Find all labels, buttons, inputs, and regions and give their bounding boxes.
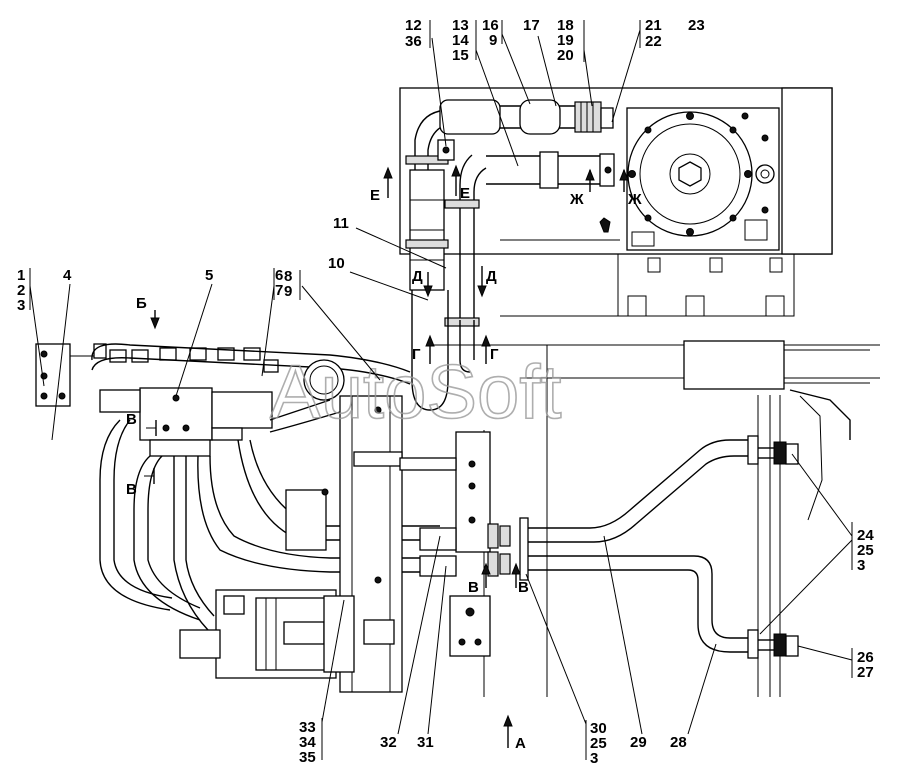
callout-35: 35: [299, 749, 316, 766]
section-v-bottom-left-label: В: [468, 579, 479, 596]
section-g-left-label: Г: [412, 346, 421, 363]
section-labels: Б В В Г Г Д Д Е Е Ж Ж В В А: [126, 185, 642, 752]
callout-11: 11: [333, 215, 349, 232]
callout-33: 33: [299, 719, 316, 736]
section-v-bottom-right-label: В: [518, 579, 529, 596]
callout-4: 4: [63, 267, 72, 284]
callout-labels: 1 2 3 4 5 6 7 8 9 10 11 12 36 13 14 15 1…: [17, 17, 874, 767]
callout-3: 3: [17, 297, 25, 314]
callout-36: 36: [405, 33, 422, 50]
section-markers: [144, 164, 629, 748]
callout-32: 32: [380, 734, 397, 751]
section-a-label: А: [515, 735, 526, 752]
callout-16: 16: [482, 17, 499, 34]
section-d-left-label: Д: [412, 268, 423, 285]
callout-5: 5: [205, 267, 213, 284]
section-d-right-label: Д: [486, 268, 497, 285]
callout-24: 24: [857, 527, 874, 544]
callout-22: 22: [645, 33, 662, 50]
callout-23: 23: [688, 17, 705, 34]
callout-8: 8: [284, 268, 292, 285]
frame-structure: [430, 340, 880, 697]
callout-21: 21: [645, 17, 662, 34]
callout-2: 2: [17, 282, 25, 299]
callout-19: 19: [557, 32, 574, 49]
gauge-part: [303, 359, 345, 401]
callout-30: 30: [590, 720, 607, 737]
callout-10: 10: [328, 255, 345, 272]
section-b-label: Б: [136, 295, 147, 312]
callout-15: 15: [452, 47, 469, 64]
pump-assembly: [179, 395, 491, 693]
callout-3b: 3: [857, 557, 865, 574]
valve-block-5: [35, 343, 279, 457]
callout-6: 6: [275, 267, 283, 284]
callout-7: 7: [275, 282, 283, 299]
callout-9: 9: [284, 283, 292, 300]
callout-14: 14: [452, 32, 469, 49]
pressure-pipes: [419, 435, 799, 659]
callout-34: 34: [299, 734, 316, 751]
callout-18: 18: [557, 17, 574, 34]
section-zh-right-label: Ж: [627, 191, 642, 208]
callout-17: 17: [523, 17, 540, 34]
callout-26: 26: [857, 649, 874, 666]
callout-25b: 25: [590, 735, 607, 752]
section-e-right-label: Е: [460, 185, 470, 202]
callout-25: 25: [857, 542, 874, 559]
callout-20: 20: [557, 47, 574, 64]
upper-piping: [405, 99, 615, 411]
callout-12: 12: [405, 17, 422, 34]
section-v-left2-label: В: [126, 481, 137, 498]
section-v-left-label: В: [126, 411, 137, 428]
callout-3c: 3: [590, 750, 598, 767]
callout-29: 29: [630, 734, 647, 751]
section-e-left-label: Е: [370, 187, 380, 204]
callout-31: 31: [417, 734, 434, 751]
leader-lines: [29, 20, 853, 760]
callout-27: 27: [857, 664, 874, 681]
section-zh-left-label: Ж: [569, 191, 584, 208]
callout-13: 13: [452, 17, 469, 34]
watermark: AutoSoft: [270, 350, 562, 435]
callout-28: 28: [670, 734, 687, 751]
drive-unit-23: [399, 87, 833, 317]
callout-9b: 9: [489, 32, 497, 49]
section-g-right-label: Г: [490, 346, 499, 363]
callout-1: 1: [17, 267, 25, 284]
